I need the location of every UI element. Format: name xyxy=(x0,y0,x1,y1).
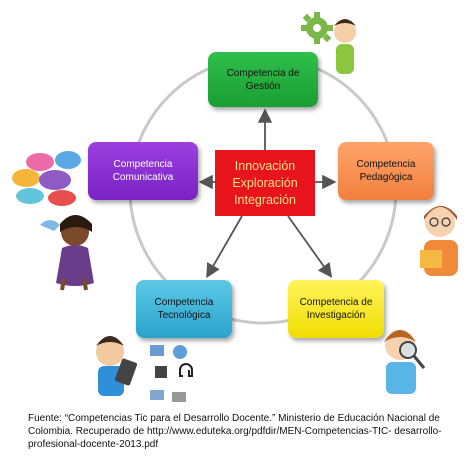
center-box: Innovación Exploración Integración xyxy=(215,150,315,216)
pedagogica-line1: Competencia xyxy=(356,159,416,170)
center-line1: Innovación xyxy=(234,158,296,173)
magnifier-icon xyxy=(399,341,426,369)
footer-line3: desarrollo-profesional-docente-2013.pdf xyxy=(28,426,442,450)
media-icons xyxy=(150,345,193,402)
tecnologica-line2: Tecnológica xyxy=(157,310,211,321)
tablet-icon xyxy=(114,358,138,386)
gestion-line2: Gestión xyxy=(245,80,281,92)
tablet-man-illustration xyxy=(96,336,193,402)
investigacion-line1: Competencia de xyxy=(299,297,373,308)
gear-icon xyxy=(301,12,333,44)
gear-person-illustration xyxy=(301,12,356,74)
speech-bubbles-icon xyxy=(12,151,81,206)
center-line3: Integración xyxy=(234,192,296,207)
competencia-investigacion-box: Competencia de Investigación xyxy=(288,280,384,338)
investigacion-line2: Investigación xyxy=(306,310,366,321)
tecnologica-line1: Competencia xyxy=(154,297,214,308)
book-icon xyxy=(420,250,442,268)
footer-line1: Fuente: “Competencias Tic para el Desarr… xyxy=(28,413,429,424)
woman-illustration xyxy=(40,215,94,291)
reader-illustration xyxy=(420,206,458,276)
pedagogica-line2: Pedagógica xyxy=(359,172,413,183)
center-arrows xyxy=(198,108,337,279)
source-citation: Fuente: “Competencias Tic para el Desarr… xyxy=(28,412,468,451)
comunicativa-line2: Comunicativa xyxy=(112,172,174,183)
center-line2: Exploración xyxy=(232,175,298,190)
comunicativa-line1: Competencia xyxy=(113,159,173,170)
researcher-illustration xyxy=(384,330,426,394)
footer-line2: de Colombia. Recuperado de http://www.ed… xyxy=(28,413,440,437)
gestion-line1: Competencia de xyxy=(226,67,300,79)
